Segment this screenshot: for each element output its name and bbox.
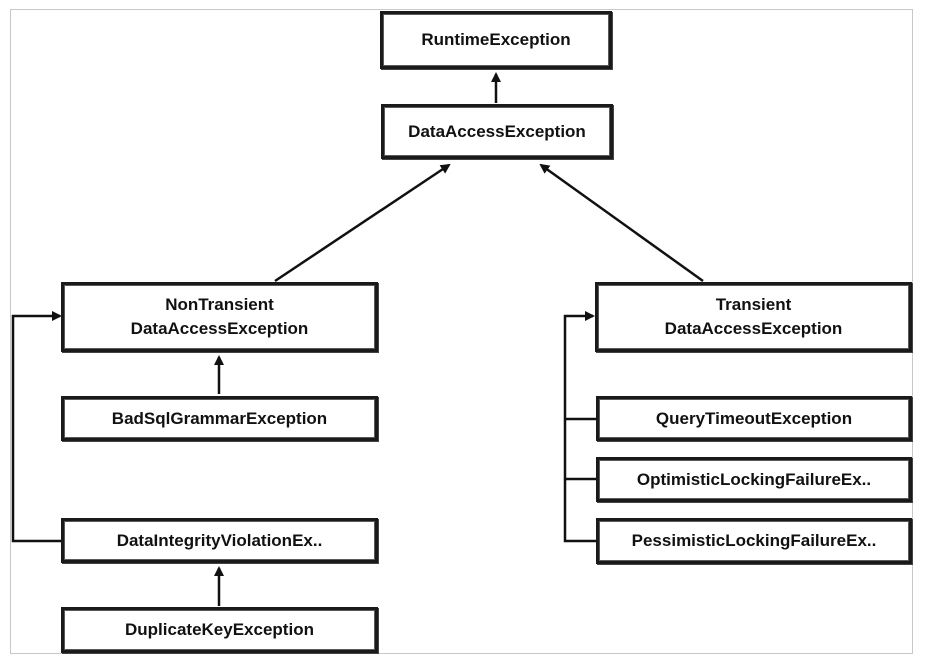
node-query-timeout-exception: QueryTimeoutException — [596, 396, 912, 441]
node-optimistic-locking-label: OptimisticLockingFailureEx.. — [636, 469, 872, 489]
connector-transient-children-spine — [563, 311, 596, 543]
node-bad-sql-grammar-label: BadSqlGrammarException — [111, 408, 328, 428]
node-transient-data-access-exception: Transient DataAccessException — [595, 282, 912, 352]
node-non-transient-label-line1: NonTransient — [165, 295, 274, 314]
node-transient-label-line1: Transient — [715, 295, 792, 314]
node-data-integrity-label: DataIntegrityViolationEx.. — [116, 530, 323, 550]
node-query-timeout-label: QueryTimeoutException — [655, 408, 853, 428]
node-data-access-exception-label: DataAccessException — [408, 121, 586, 141]
node-runtime-exception: RuntimeException — [380, 11, 612, 69]
node-duplicate-key-exception: DuplicateKeyException — [61, 607, 378, 653]
node-optimistic-locking-failure-exception: OptimisticLockingFailureEx.. — [596, 457, 912, 502]
node-bad-sql-grammar-exception: BadSqlGrammarException — [61, 396, 378, 441]
node-data-access-exception: DataAccessException — [381, 104, 613, 159]
node-runtime-exception-label: RuntimeException — [421, 30, 571, 49]
node-non-transient-data-access-exception: NonTransient DataAccessException — [61, 282, 378, 352]
arrow-transient-to-dataaccess — [539, 163, 704, 283]
node-non-transient-label-line2: DataAccessException — [130, 319, 309, 338]
node-pessimistic-locking-label: PessimisticLockingFailureEx.. — [631, 531, 877, 550]
node-data-integrity-violation-exception: DataIntegrityViolationEx.. — [61, 518, 378, 563]
node-transient-label-line2: DataAccessException — [664, 319, 843, 338]
arrow-nontransient-to-dataaccess — [274, 163, 451, 283]
arrow-dataintegrity-to-nontransient — [11, 311, 62, 543]
node-pessimistic-locking-failure-exception: PessimisticLockingFailureEx.. — [596, 518, 912, 564]
node-duplicate-key-label: DuplicateKeyException — [125, 620, 314, 639]
